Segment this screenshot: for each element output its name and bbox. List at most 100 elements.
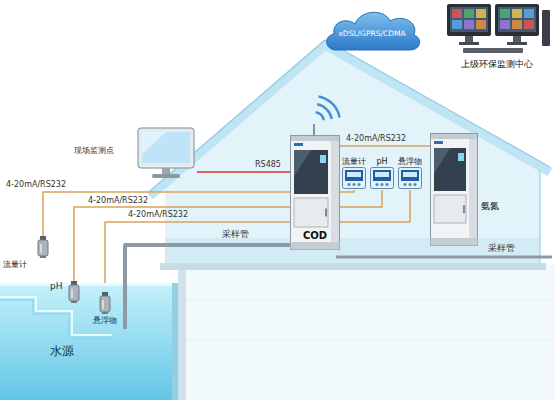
ph-meter-display-art-part (386, 183, 389, 186)
monitoring-center-art-part (513, 36, 521, 42)
wireless-wave (316, 112, 324, 120)
monitoring-center-art-part (512, 9, 522, 18)
pool-wall (178, 270, 186, 400)
cloud-network-art-part (327, 12, 420, 50)
water-source-art (0, 283, 178, 400)
ph-meter-display-text: pH (376, 157, 387, 166)
cod-analyzer-art-part (331, 136, 339, 249)
signal-wire (340, 145, 430, 147)
flow-meter-display-art-part (347, 172, 361, 177)
flow-meter-display-art (342, 167, 366, 189)
water-source-art-part (0, 283, 178, 286)
monitoring-center-art-part (524, 9, 534, 18)
cod-analyzer-art-part (291, 136, 339, 141)
site-monitor-pc: 现场监测点 (74, 128, 197, 182)
flow-sensor-art-part (40, 256, 46, 258)
ph-sensor-art (68, 281, 80, 303)
ss-meter-display-art-part (401, 170, 419, 181)
flow-meter-display-art-part (343, 168, 366, 189)
cod-analyzer-art-part (294, 150, 311, 176)
ss-meter-display: 悬浮物 (397, 157, 423, 190)
ss-meter-display-art (398, 167, 422, 189)
monitoring-center-art-part (464, 9, 474, 18)
ss-meter-display-art-part (403, 172, 417, 177)
floor-slab (160, 263, 546, 270)
roof-edge (150, 40, 550, 191)
ss-sensor-art (99, 292, 111, 314)
site-monitor-pc-art-part (152, 174, 180, 178)
ground (178, 265, 555, 400)
monitoring-center-art-part (476, 9, 486, 18)
ph-meter-display-art (370, 167, 394, 189)
flow-meter-display-art-part (345, 170, 363, 181)
cod-analyzer-art-part (294, 198, 328, 227)
ph-sensor: pH (50, 281, 80, 307)
cod-analyzer-art-part (291, 136, 340, 250)
monitoring-center-art-part (507, 42, 527, 45)
monitoring-center-art-part (476, 20, 486, 29)
monitoring-center-art-part (464, 20, 474, 29)
monitoring-center-art-part (465, 36, 473, 42)
ph-sensor-art-part (71, 289, 73, 298)
house-right-wall (539, 170, 541, 265)
ammonia-analyzer-art-part (434, 195, 466, 223)
site-monitor-pc-art-part (138, 128, 194, 168)
roof-band (150, 45, 550, 196)
ss-sensor-text: 悬浮物 (93, 316, 117, 325)
flow-sensor-text: 流量计 (3, 260, 27, 269)
cod-analyzer-text: COD (301, 230, 329, 242)
flow-meter-display-art-part (358, 183, 361, 186)
ss-sensor-art-part (102, 300, 104, 309)
monitoring-center-art (443, 2, 551, 56)
ammonia-analyzer-art-part (469, 134, 477, 245)
water-source-text: 水源 (50, 345, 74, 359)
edge-label: 4-20mA/RS232 (6, 180, 66, 189)
ss-meter-display-art-part (414, 183, 417, 186)
ammonia-analyzer: 氨氮 (430, 133, 500, 246)
antenna (313, 124, 315, 135)
ph-sensor-text: pH (50, 281, 62, 291)
signal-wire (105, 190, 410, 292)
ph-meter-display-art-part (371, 168, 394, 189)
flow-sensor-art-part (40, 236, 46, 240)
ammonia-analyzer-art-part (463, 205, 465, 213)
wireless-wave (317, 104, 332, 119)
ground-line (186, 340, 555, 341)
ammonia-analyzer-art-part (431, 238, 478, 246)
flow-sensor: 流量计 (3, 236, 49, 272)
monitoring-center-art-part (495, 4, 539, 36)
edge-label: 4-20mA/RS232 (346, 134, 406, 143)
water-source-art-part (0, 297, 112, 335)
cod-analyzer-art-part (325, 209, 327, 217)
sampling-pipe (125, 245, 290, 283)
water-source-art-part (0, 300, 112, 338)
cod-analyzer-art-part (291, 242, 340, 250)
pipe-label: 采样管 (488, 243, 515, 253)
monitoring-center-art-part (452, 20, 462, 29)
flow-meter-display-art-part (348, 183, 351, 186)
ph-meter-display-art-part (376, 183, 379, 186)
monitoring-center-art-part (450, 7, 488, 32)
water-source-art-part (172, 283, 178, 400)
water-source-art-part (123, 283, 127, 329)
ammonia-analyzer-art-part (431, 134, 477, 139)
monitoring-center-art-part (524, 20, 534, 29)
flow-meter-display-text: 流量计 (342, 157, 366, 166)
edge-label: 4-20mA/RS232 (128, 210, 188, 219)
ammonia-analyzer-art (430, 133, 478, 246)
ammonia-analyzer-art-part (434, 141, 443, 144)
ss-sensor: 悬浮物 (88, 292, 122, 330)
monitoring-center: 上级环保监测中心 (443, 2, 551, 74)
ammonia-analyzer-art-part (431, 134, 478, 246)
sampling-pipe (336, 256, 552, 259)
flow-meter-display-art-part (353, 183, 356, 186)
edge-label: 4-20mA/RS232 (88, 196, 148, 205)
ss-meter-display-art-part (409, 183, 412, 186)
ph-sensor-art-part (71, 281, 77, 285)
monitoring-center-art-part (447, 4, 491, 36)
house-wall (165, 45, 540, 265)
cloud-network-text: xDSL/GPRS/CDMA (338, 30, 405, 39)
ph-meter-display-art-part (375, 172, 389, 177)
